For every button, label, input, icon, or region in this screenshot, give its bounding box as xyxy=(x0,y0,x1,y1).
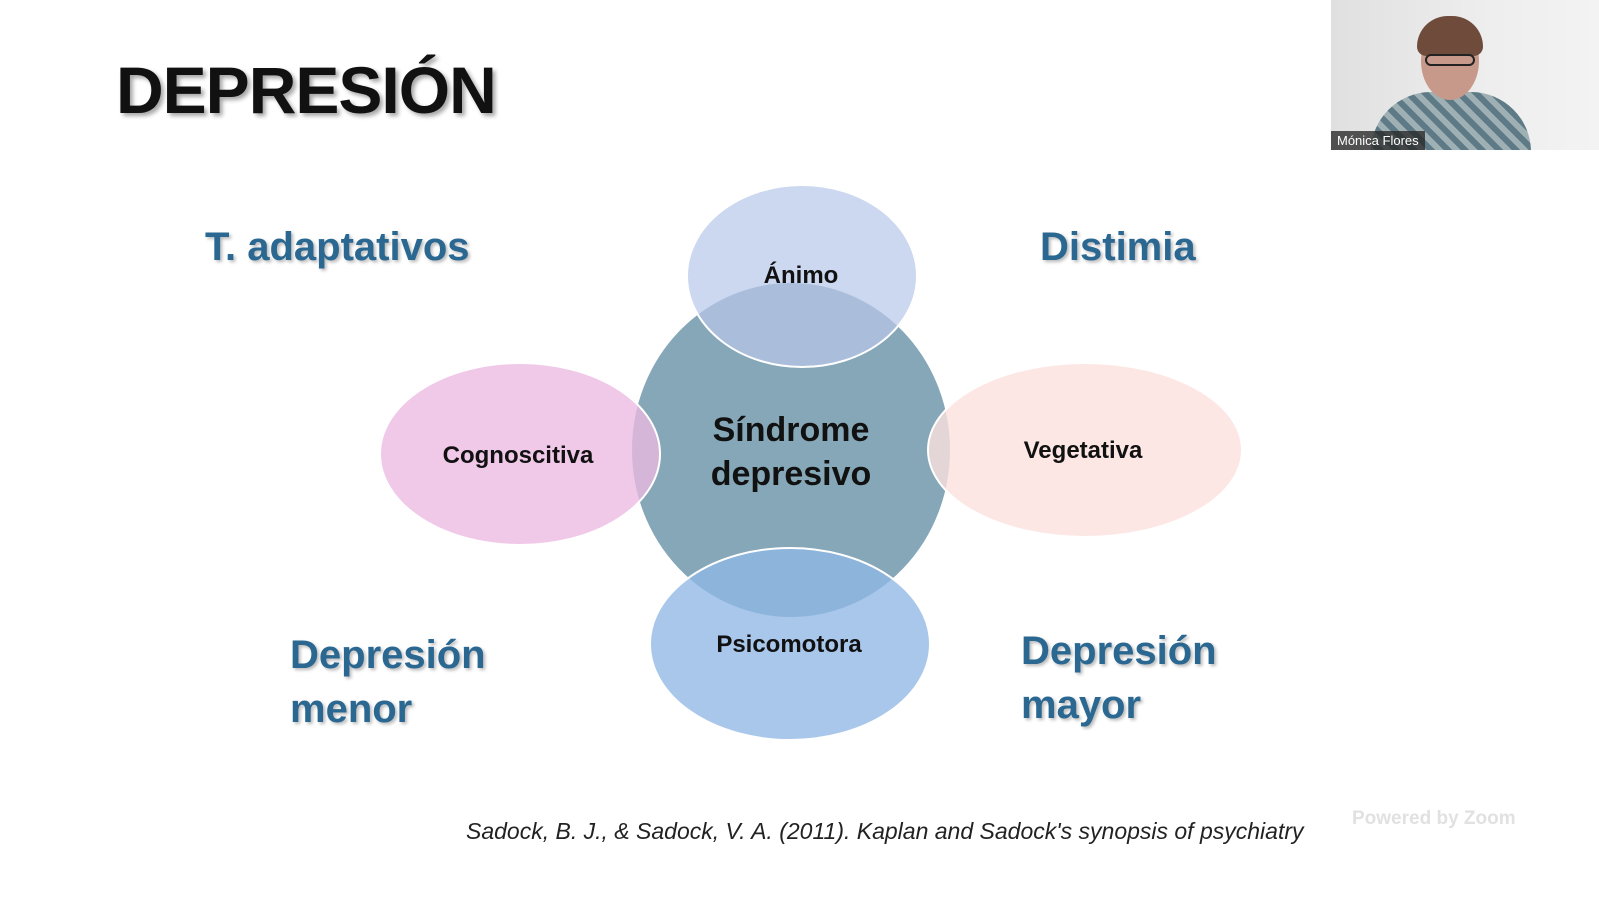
label-depresion-menor: Depresión menor xyxy=(290,628,486,736)
citation-text: Sadock, B. J., & Sadock, V. A. (2011). K… xyxy=(466,818,1304,844)
label-depresion-mayor-line2: mayor xyxy=(1021,683,1142,727)
participant-video-tile[interactable]: Mónica Flores xyxy=(1331,0,1599,150)
node-center-line1: Síndrome xyxy=(713,411,870,449)
label-depresion-menor-line2: menor xyxy=(290,687,413,731)
participant-name-tag: Mónica Flores xyxy=(1331,131,1425,150)
node-psicomotora: Psicomotora xyxy=(716,631,862,658)
ellipse-vegetativa xyxy=(927,362,1243,538)
node-center-line2: depresivo xyxy=(711,455,872,493)
participant-glasses xyxy=(1425,54,1475,66)
node-vegetativa: Vegetativa xyxy=(1024,437,1143,464)
zoom-watermark: Powered by Zoom xyxy=(1352,808,1516,829)
label-distimia: Distimia xyxy=(1040,225,1196,269)
node-cognoscitiva: Cognoscitiva xyxy=(443,442,594,469)
ellipse-psicomotora xyxy=(649,547,931,741)
slide-title: DEPRESIÓN xyxy=(116,53,497,127)
label-t-adaptativos: T. adaptativos xyxy=(205,225,470,269)
label-depresion-mayor-line1: Depresión xyxy=(1021,629,1217,673)
label-depresion-mayor: Depresión mayor xyxy=(1021,624,1217,732)
label-depresion-menor-line1: Depresión xyxy=(290,633,486,677)
node-animo: Ánimo xyxy=(764,261,839,289)
ellipse-cognoscitiva xyxy=(379,362,661,546)
participant-hair xyxy=(1417,16,1483,56)
ellipse-animo xyxy=(686,184,918,368)
